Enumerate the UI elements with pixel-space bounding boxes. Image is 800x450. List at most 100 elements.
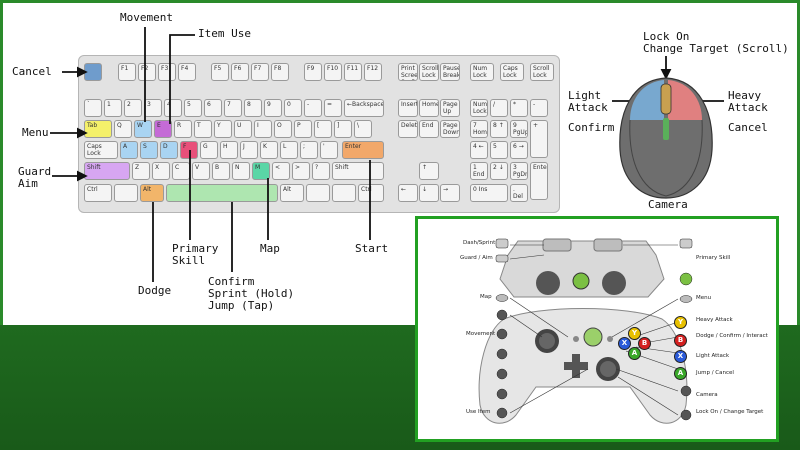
pad-label-jump-cancel: Jump / Cancel [696,370,734,376]
key-scroll-lock: Scroll Lock [419,63,439,81]
key-menu [332,184,356,202]
numpad-r4-2: 3 PgDn [510,162,528,180]
key-5-top: Y [214,120,232,138]
key-f4: F4 [178,63,196,81]
key-alt-right: Alt [280,184,304,202]
key-pause: Pause Break [440,63,460,81]
key-num-1: 1 [104,99,122,117]
key-up: ↑ [419,162,439,180]
key-home-0: A [120,141,138,159]
indicator-scroll-lock: Scroll Lock [530,63,554,81]
key-num-9: 9 [264,99,282,117]
numpad-r2-2: 9 PgUp [510,120,528,138]
label-camera: Camera [648,198,688,211]
key-print-screen: Print Screen SysRq [398,63,418,81]
numpad-r4-1: 2 ↓ [490,162,508,180]
key-bottom-4: B [212,162,230,180]
key-num-0: ` [84,99,102,117]
pad-label-menu: Menu [696,295,712,301]
label-primary-skill: Primary Skill [172,242,219,267]
pad-label-dash-sprint: Dash/Sprint [463,240,496,246]
key-home-8: L [280,141,298,159]
label-movement: Movement [120,11,173,24]
legend-a-icon: A [674,367,687,380]
key-win-left [114,184,138,202]
key-f5: F5 [211,63,229,81]
key-shift-right: Shift [332,162,384,180]
pad-label-heavy-attack: Heavy Attack [696,317,733,323]
numpad-r3-2: 6 → [510,141,528,159]
key-num-11: - [304,99,322,117]
key-alt-left: Alt [140,184,164,202]
pad-label-camera: Camera [696,392,718,398]
pad-label-light-attack: Light Attack [696,353,730,359]
key-num-4: 4 [164,99,182,117]
key-right: → [440,184,460,202]
label-confirm: Confirm [568,121,615,134]
indicator-num-lock: Num Lock [470,63,494,81]
key-4-top: T [194,120,212,138]
key-f10: F10 [324,63,342,81]
key-home: Home [419,99,439,117]
key-bottom-7: < [272,162,290,180]
numpad-r3-1: 5 [490,141,508,159]
key-10-top: [ [314,120,332,138]
label-heavy-attack: Heavy Attack [728,89,768,114]
indicator-caps-lock: Caps Lock [500,63,524,81]
label-item-use: Item Use [198,27,251,40]
numpad-r1-0: Num Lock [470,99,488,117]
key-ctrl-right: Ctrl [358,184,384,202]
key-delete: Delete [398,120,418,138]
key-home-6: J [240,141,258,159]
numpad-r2-0: 7 Home [470,120,488,138]
key-home-5: H [220,141,238,159]
label-menu: Menu [22,126,49,139]
numpad-r4-0: 1 End [470,162,488,180]
numpad-dot: . Del [510,184,528,202]
label-light-attack: Light Attack [568,89,608,114]
key-2-top: E [154,120,172,138]
key-home-2: D [160,141,178,159]
key-f9: F9 [304,63,322,81]
numpad-r1-1: / [490,99,508,117]
key-12-top: \ [354,120,372,138]
key-bottom-6: M [252,162,270,180]
key-home-3: F [180,141,198,159]
key-bottom-3: V [192,162,210,180]
label-confirm-sprint-jump: Confirm Sprint (Hold) Jump (Tap) [208,275,295,312]
key-page-up: Page Up [440,99,460,117]
label-dodge: Dodge [138,284,172,297]
key-end: End [419,120,439,138]
pad-label-lock-on: Lock On / Change Target [696,409,764,415]
key-num-2: 2 [124,99,142,117]
numpad-r3-0: 4 ← [470,141,488,159]
pad-label-primary-skill: Primary Skill [696,255,731,261]
key-home-4: G [200,141,218,159]
pad-label-guard-aim: Guard / Aim [460,255,493,261]
pad-label-movement: Movement [466,331,496,337]
key-down: ↓ [419,184,439,202]
key-home-9: ; [300,141,318,159]
label-guard-aim: Guard Aim [18,165,52,190]
key-home-7: K [260,141,278,159]
key-home-1: S [140,141,158,159]
numpad-0: 0 Ins [470,184,508,202]
key-caps-lock: Caps Lock [84,141,118,159]
key-enter: Enter [342,141,384,159]
numpad-plus: + [530,120,548,158]
numpad-r1-2: * [510,99,528,117]
key-9-top: P [294,120,312,138]
key-left: ← [398,184,418,202]
label-mouse-cancel: Cancel [728,121,768,134]
key-f8: F8 [271,63,289,81]
label-lock-on: Lock On Change Target (Scroll) [643,30,789,55]
key-bottom-5: N [232,162,250,180]
key-win-right [306,184,330,202]
key-num-7: 7 [224,99,242,117]
key-f12: F12 [364,63,382,81]
key-8-top: O [274,120,292,138]
key-bottom-0: Z [132,162,150,180]
